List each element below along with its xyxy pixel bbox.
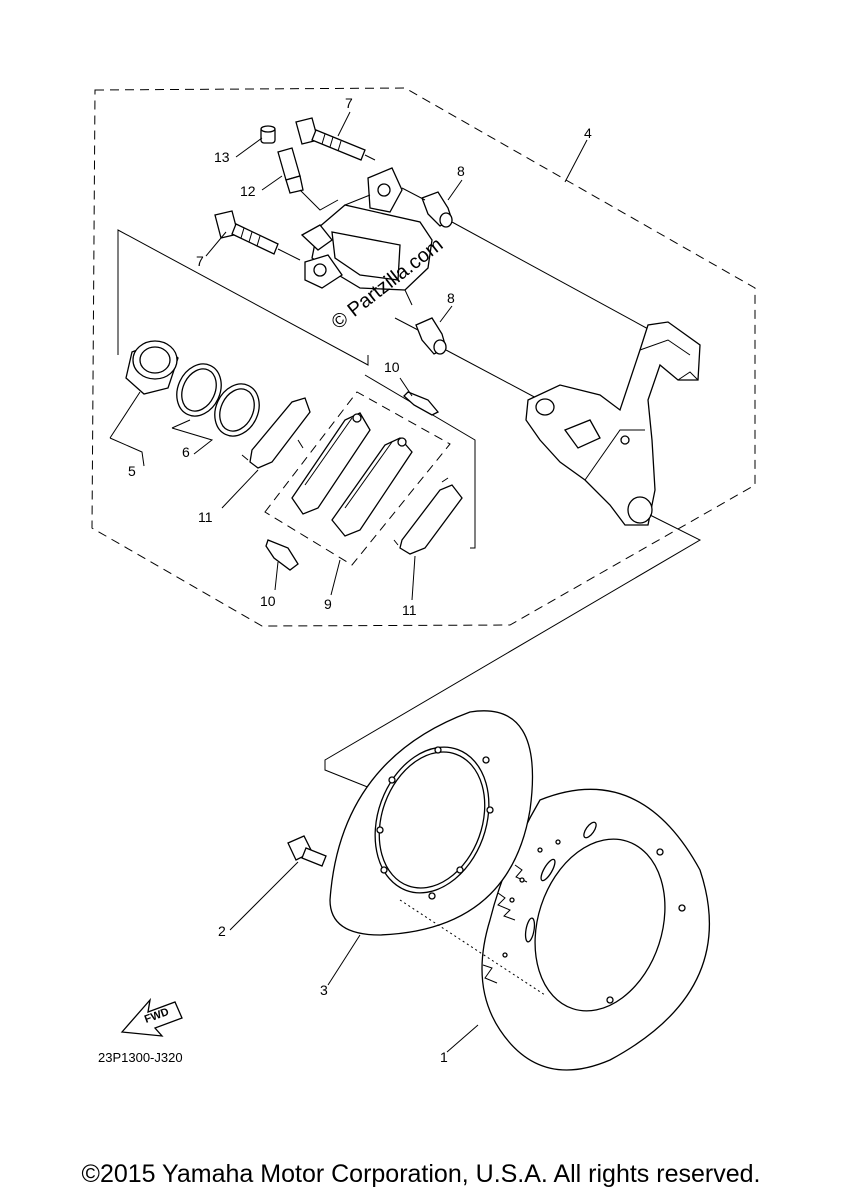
callout-7-lower: 7 <box>196 253 204 269</box>
alignment-dotted-line <box>399 899 546 996</box>
disc-carrier <box>329 710 534 936</box>
callout-13: 13 <box>214 149 230 165</box>
callout-8-upper: 8 <box>457 163 465 179</box>
callout-5: 5 <box>128 463 136 479</box>
callout-12: 12 <box>240 183 256 199</box>
piston-seals <box>176 363 260 437</box>
fwd-arrow: FWD <box>120 997 183 1037</box>
brake-pad-left <box>291 412 371 515</box>
brake-pad-right <box>331 437 413 537</box>
caliper-body <box>300 167 433 306</box>
disc-bolt <box>287 835 327 867</box>
pin-boot-upper <box>421 191 453 228</box>
callout-8-lower: 8 <box>447 290 455 306</box>
leader-lines <box>109 111 588 1053</box>
callout-2: 2 <box>218 923 226 939</box>
callout-11-right: 11 <box>402 602 417 618</box>
copyright-notice: ©2015 Yamaha Motor Corporation, U.S.A. A… <box>81 1160 761 1188</box>
callout-3: 3 <box>320 982 328 998</box>
pad-shim-right <box>393 477 463 555</box>
caliper-assembly-boundary <box>91 87 756 627</box>
pad-spring-upper <box>403 391 440 416</box>
piston-seal-bracket <box>117 229 369 366</box>
callout-10-upper: 10 <box>384 359 400 375</box>
callout-1: 1 <box>440 1049 448 1065</box>
diagram-code: 23P1300-J320 <box>98 1050 183 1065</box>
piston <box>125 340 179 395</box>
pad-shim-left <box>241 397 311 469</box>
brake-disc <box>481 788 711 1071</box>
bolt-lower <box>214 210 279 255</box>
callout-4: 4 <box>584 125 592 141</box>
callout-7-upper: 7 <box>345 95 353 111</box>
callout-11-left: 11 <box>198 509 213 525</box>
callout-6: 6 <box>182 444 190 460</box>
bleed-screw <box>277 147 304 194</box>
pin-boot-lower <box>415 317 447 355</box>
callout-10-lower: 10 <box>260 593 276 609</box>
bleeder-cap <box>260 125 276 144</box>
caliper-bracket <box>525 321 701 526</box>
pad-spring-lower <box>265 539 299 571</box>
callout-9: 9 <box>324 596 332 612</box>
pad-kit-boundary <box>264 391 451 566</box>
bolt-upper <box>295 117 366 161</box>
